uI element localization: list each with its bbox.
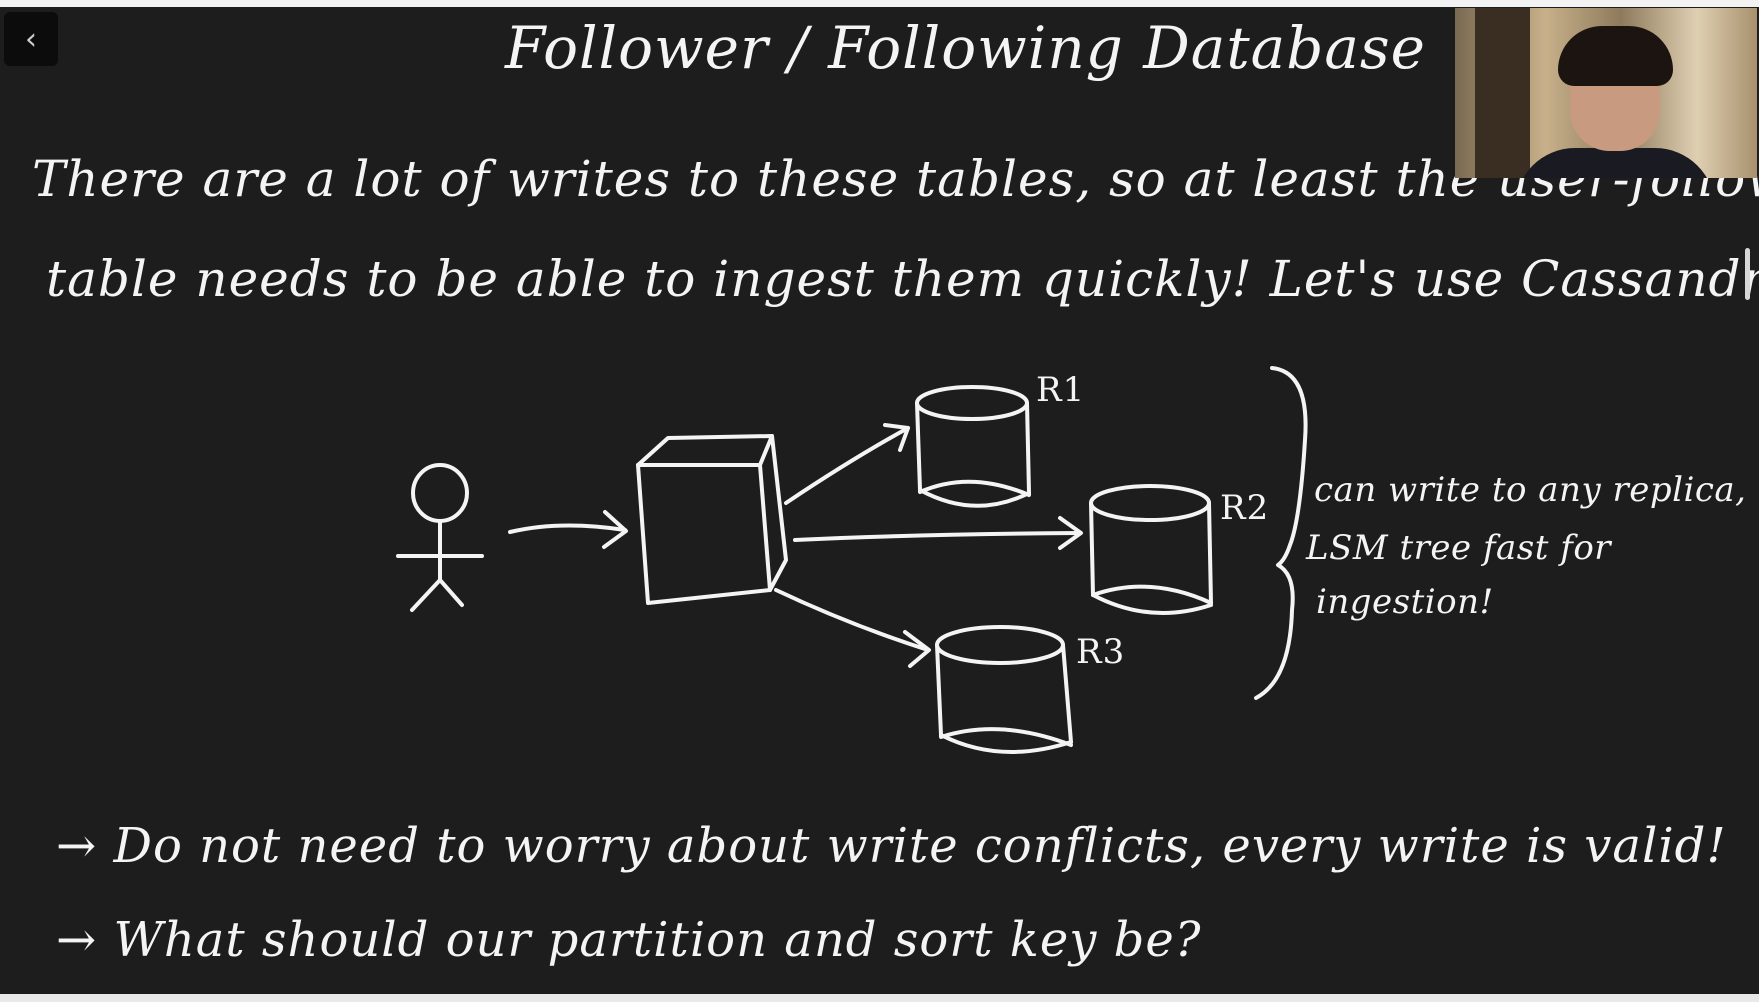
back-button[interactable]: ‹	[4, 12, 58, 66]
background-door	[1475, 8, 1530, 178]
page-title: Follower / Following Database	[505, 14, 1427, 82]
server-box	[636, 434, 788, 605]
arrow-to-r3	[774, 588, 931, 668]
bullet-write-conflicts: → Do not need to worry about write confl…	[56, 818, 1727, 874]
curly-brace	[1254, 366, 1308, 700]
replica-r1-cylinder	[915, 385, 1031, 508]
user-stick-figure	[396, 463, 484, 612]
replica-label-r3: R3	[1076, 632, 1126, 672]
intro-line-2: table needs to be able to ingest them qu…	[46, 250, 1759, 308]
note-line-3: ingestion!	[1316, 582, 1494, 622]
presenter-webcam	[1455, 8, 1757, 178]
presenter-shoulders	[1515, 148, 1715, 178]
chevron-left-icon: ‹	[25, 21, 37, 57]
bullet-partition-key: → What should our partition and sort key…	[56, 912, 1202, 968]
replica-label-r2: R2	[1220, 488, 1270, 528]
replica-r3-cylinder	[935, 625, 1073, 754]
presenter-hair	[1558, 26, 1673, 86]
replica-label-r1: R1	[1036, 370, 1086, 410]
replica-r2-cylinder	[1089, 484, 1213, 615]
arrow-to-r2	[793, 516, 1083, 550]
note-line-2: LSM tree fast for	[1306, 528, 1612, 568]
bottom-border	[0, 994, 1759, 1002]
arrow-to-r1	[784, 423, 910, 505]
top-border	[0, 0, 1759, 7]
arrow-user-to-server	[508, 510, 628, 549]
scrollbar-thumb[interactable]	[1745, 248, 1750, 300]
note-line-1: can write to any replica,	[1314, 470, 1747, 510]
